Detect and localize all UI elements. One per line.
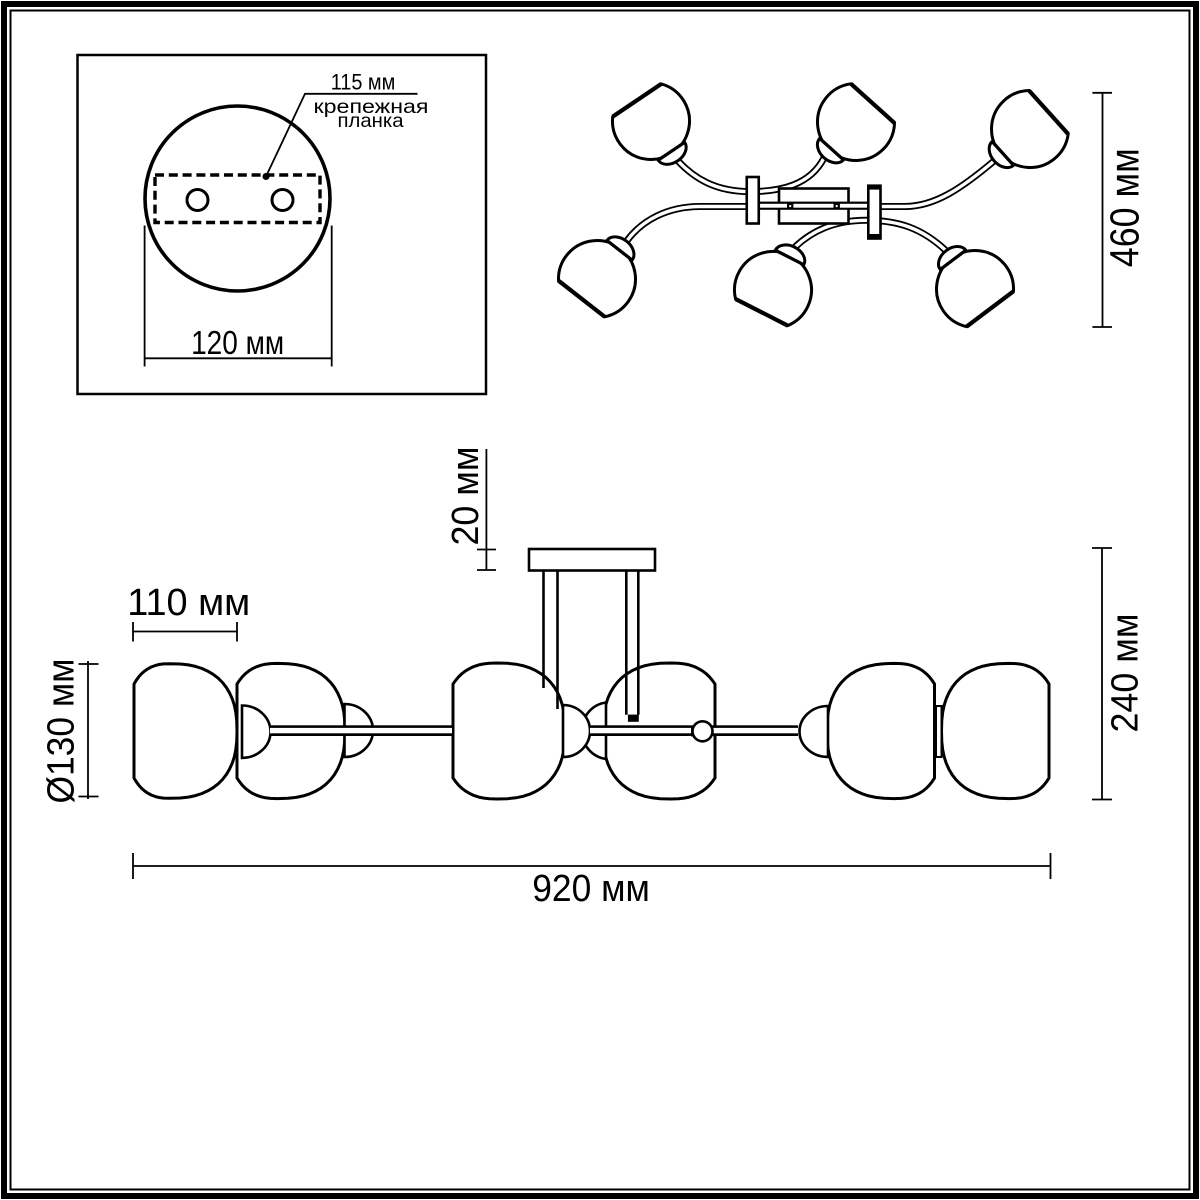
svg-text:20 мм: 20 мм [445,447,487,546]
svg-text:крепежная: крепежная [314,96,429,118]
svg-text:планка: планка [338,110,404,132]
svg-text:240 мм: 240 мм [1105,614,1147,733]
svg-text:Ø130 мм: Ø130 мм [41,659,83,804]
svg-text:110 мм: 110 мм [127,582,250,624]
svg-text:120 мм: 120 мм [191,324,284,361]
svg-text:460 мм: 460 мм [1102,148,1148,267]
svg-text:115 мм: 115 мм [331,70,396,95]
svg-text:920 мм: 920 мм [532,868,650,910]
